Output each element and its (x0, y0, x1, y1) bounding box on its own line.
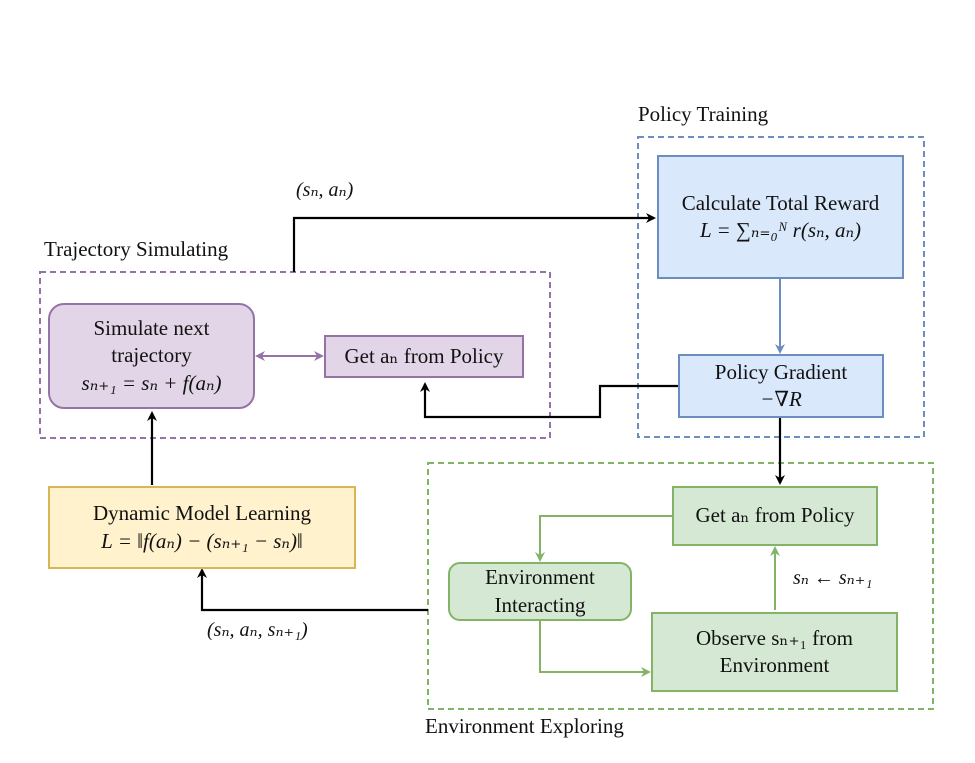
transition-tuple-label: (sₙ, aₙ, sₙ₊₁) (207, 619, 308, 641)
edge-interacting-to-observe (539, 621, 651, 677)
edge-env-to-dynamic (197, 568, 428, 612)
simulate-formula: sₙ₊₁ = sₙ + f(aₙ) (81, 370, 222, 395)
get-action-env-label: Get aₙ from Policy (695, 503, 855, 528)
simulate-title-line2: trajectory (111, 343, 192, 368)
get-action-simulating-label: Get aₙ from Policy (344, 343, 504, 368)
observe-line2: Environment (719, 653, 830, 677)
policy-gradient-title: Policy Gradient (714, 359, 848, 384)
trajectory-simulating-label: Trajectory Simulating (44, 237, 229, 261)
dynamic-model-title: Dynamic Model Learning (92, 501, 312, 526)
simulate-trajectory-node: Simulate next trajectory sₙ₊₁ = sₙ + f(a… (48, 303, 255, 409)
get-action-env-node: Get aₙ from Policy (672, 486, 878, 546)
environment-interacting-line2: Interacting (494, 592, 586, 617)
dynamic-model-formula: L = ‖f(aₙ) − (sₙ₊₁ − sₙ)‖ (101, 528, 303, 553)
total-reward-formula: L = ∑ₙ₌₀ᴺ r(sₙ, aₙ) (699, 218, 862, 242)
policy-gradient-node: Policy Gradient −∇R (678, 354, 884, 418)
get-action-simulating-node: Get aₙ from Policy (324, 335, 524, 378)
environment-exploring-label: Environment Exploring (425, 714, 624, 738)
state-action-label: (sₙ, aₙ) (296, 179, 354, 201)
policy-training-label: Policy Training (638, 102, 769, 126)
edge-gradient-to-sim-policy (420, 382, 678, 419)
policy-gradient-formula: −∇R (760, 387, 802, 411)
state-update-label: sₙ ← sₙ₊₁ (793, 567, 873, 589)
simulate-title-line1: Simulate next (93, 316, 210, 341)
observe-environment-node: Observe sₙ₊₁ from Environment (651, 612, 898, 692)
calculate-total-reward-title: Calculate Total Reward (681, 190, 880, 215)
environment-interacting-line1: Environment (485, 565, 595, 590)
observe-line1: Observe sₙ₊₁ from (696, 625, 853, 650)
calculate-total-reward-node: Calculate Total Reward L = ∑ₙ₌₀ᴺ r(sₙ, a… (657, 155, 904, 279)
group-policy-training (637, 136, 925, 438)
dynamic-model-learning-node: Dynamic Model Learning L = ‖f(aₙ) − (sₙ₊… (48, 486, 356, 569)
group-environment-exploring (427, 462, 934, 710)
environment-interacting-node: Environment Interacting (448, 562, 632, 621)
edge-trajectory-to-reward (292, 213, 656, 272)
edge-env-policy-to-interacting (535, 515, 672, 562)
